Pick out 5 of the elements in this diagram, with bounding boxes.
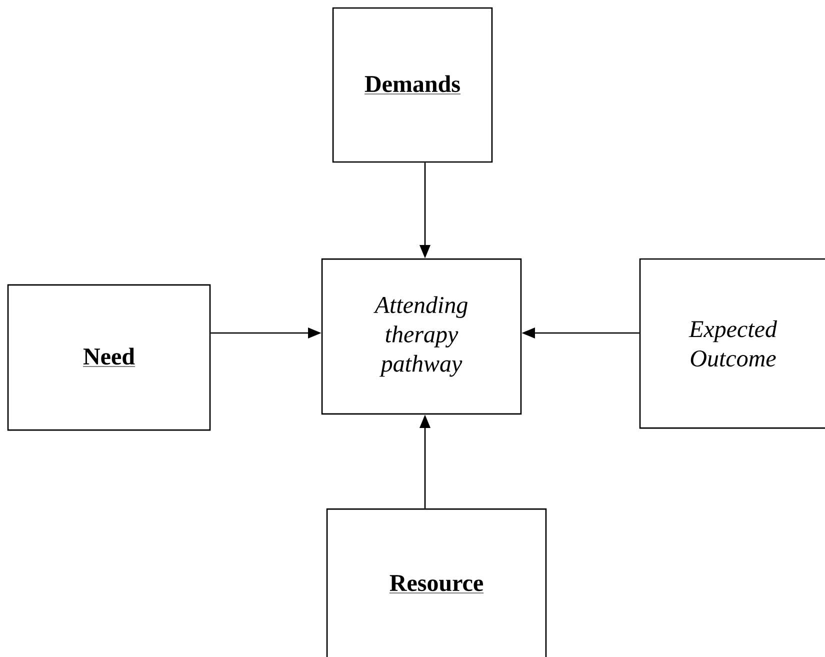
concept-box: Attending therapy pathway	[321, 258, 522, 415]
concept-box: Resource	[326, 508, 547, 657]
concept-box: Need	[7, 284, 211, 431]
concept-box: Demands	[332, 7, 493, 163]
concept-box: Expected Outcome	[639, 258, 825, 429]
